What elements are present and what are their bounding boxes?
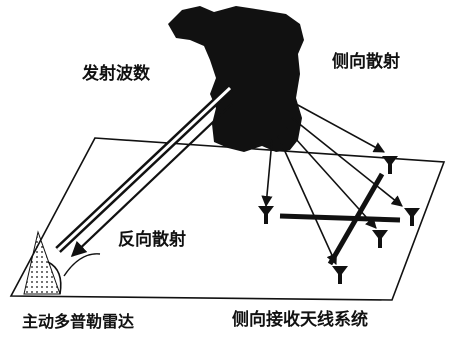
label-side-receiving-antenna-system: 侧向接收天线系统 <box>232 310 368 330</box>
backscatter-arrow <box>70 103 233 258</box>
antenna-icon <box>372 230 388 248</box>
label-back-scatter: 反向散射 <box>118 230 186 250</box>
label-active-doppler-radar: 主动多普勒雷达 <box>22 312 135 331</box>
scattering-target <box>168 6 304 152</box>
antenna-icon <box>382 156 398 174</box>
antenna-icon <box>404 208 420 226</box>
receiving-antennas <box>258 156 420 284</box>
antenna-icon <box>258 206 274 224</box>
doppler-radar-station <box>23 230 101 295</box>
label-transmitted-wavenumber: 发射波数 <box>82 64 150 84</box>
label-side-scatter: 侧向散射 <box>332 52 400 72</box>
antenna-icon <box>332 266 348 284</box>
antenna-array-cross <box>279 172 401 266</box>
